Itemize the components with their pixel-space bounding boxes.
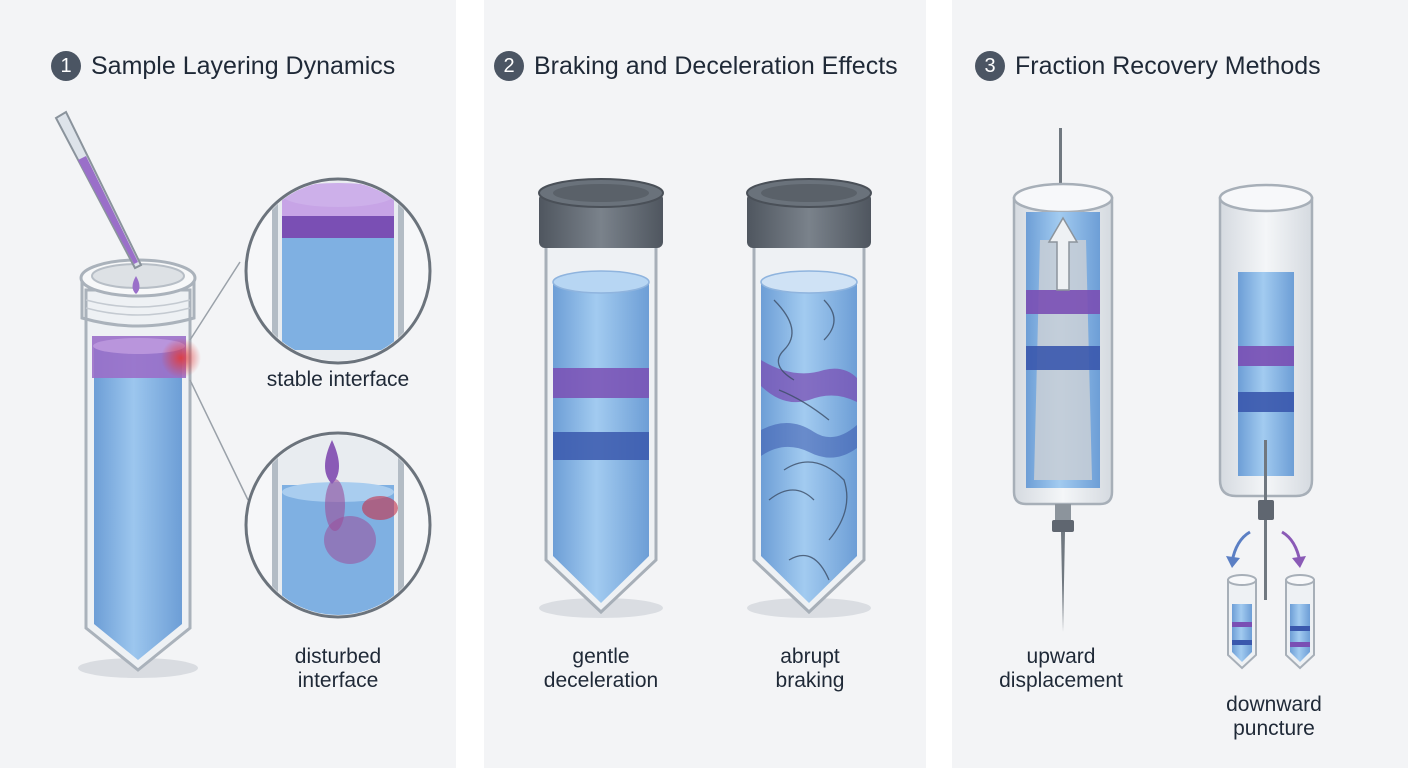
label-gentle-deceleration: gentle deceleration [543, 645, 659, 692]
puncture-needle [1061, 532, 1065, 632]
step-number-badge: 2 [494, 51, 524, 81]
arrow-up-icon [1047, 216, 1079, 291]
panel-2-heading: 2 Braking and Deceleration Effects [494, 50, 898, 82]
turbulence-arrows [768, 299, 848, 581]
blue-band [1026, 346, 1100, 370]
step-number-badge: 1 [51, 51, 81, 81]
purple-band [1026, 290, 1100, 314]
blue-band [553, 432, 649, 460]
label-upward-displacement: upward displacement [999, 645, 1123, 692]
upward-displacement-tube [1012, 128, 1114, 632]
label-downward-puncture: downward puncture [1226, 693, 1322, 740]
downward-puncture-tube [1218, 183, 1314, 600]
step-number-badge: 3 [975, 51, 1005, 81]
connector-line [189, 261, 241, 341]
recovery-illustration [1012, 128, 1315, 670]
blue-band [1238, 392, 1294, 412]
conical-tube [79, 258, 201, 672]
label-stable-interface: stable interface [266, 368, 410, 391]
tube-cap [747, 193, 871, 248]
braking-illustration [538, 178, 872, 618]
tube-gentle-deceleration [538, 178, 664, 618]
panel-title: Braking and Deceleration Effects [534, 51, 898, 80]
label-abrupt-braking: abrupt braking [775, 645, 845, 692]
label-disturbed-interface: disturbed interface [294, 645, 382, 692]
zoom-stable-interface [244, 177, 432, 365]
collection-vial [1285, 574, 1315, 670]
panel-1-heading: 1 Sample Layering Dynamics [51, 50, 395, 82]
panel-braking-effects: 2 Braking and Deceleration Effects [484, 0, 926, 768]
panel-title: Fraction Recovery Methods [1015, 51, 1321, 80]
purple-band [1238, 346, 1294, 366]
interface-highlight [161, 338, 201, 378]
connector-line [189, 379, 249, 501]
purple-band [553, 368, 649, 398]
tube-cap [539, 193, 663, 248]
layering-illustration [54, 110, 432, 678]
pipette-icon [54, 110, 143, 294]
zoom-disturbed-interface [244, 431, 432, 619]
collection-vial [1227, 574, 1257, 670]
tube-abrupt-braking [746, 178, 872, 618]
panel-3-heading: 3 Fraction Recovery Methods [975, 50, 1321, 82]
panel-fraction-recovery: 3 Fraction Recovery Methods [952, 0, 1408, 768]
panel-title: Sample Layering Dynamics [91, 51, 396, 80]
collection-needle [1059, 128, 1062, 220]
panel-sample-layering: 1 Sample Layering Dynamics [0, 0, 456, 768]
